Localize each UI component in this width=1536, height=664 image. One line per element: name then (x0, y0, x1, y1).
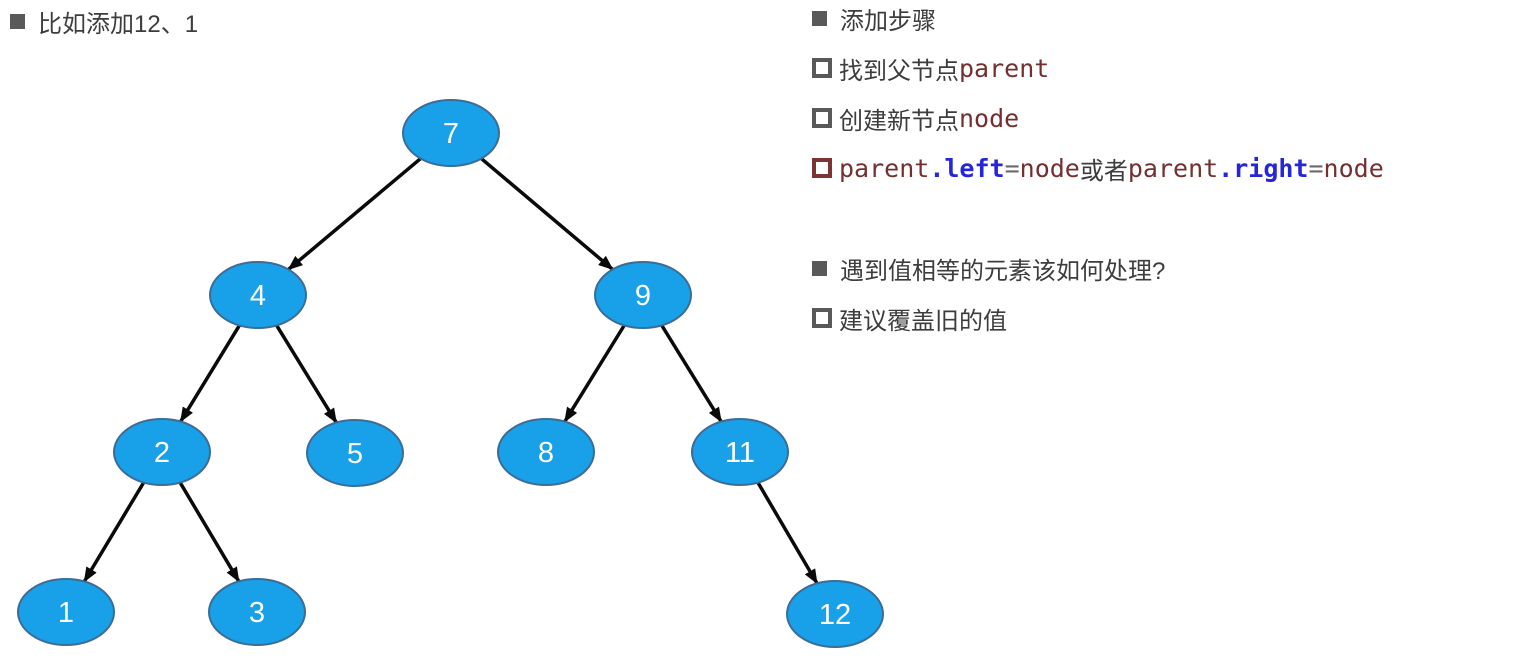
slide-title-text: 比如添加12、1 (38, 11, 199, 38)
tree-node-value: 2 (154, 437, 170, 469)
tree-node-value: 11 (725, 437, 755, 469)
tree-node-ellipse (17, 578, 115, 646)
text-segment: = (1308, 153, 1324, 183)
filled-square-bullet-icon (812, 260, 827, 276)
filled-square-bullet-icon (10, 14, 25, 29)
tree-node-ellipse (402, 99, 500, 167)
tree-node-ellipse (497, 418, 595, 486)
tree-node-value: 9 (635, 280, 651, 312)
tree-node-1: 1 (17, 578, 115, 646)
tree-edge-7-4 (287, 157, 422, 271)
tree-node-ellipse (209, 261, 307, 329)
text-segment: 或者 (1079, 157, 1128, 185)
tree-node-ellipse (691, 418, 789, 486)
tree-node-value: 1 (58, 597, 74, 629)
text-segment: parent (1127, 153, 1219, 183)
tree-node-value: 7 (443, 118, 459, 150)
tree-node-8: 8 (497, 418, 595, 486)
tree-node-value: 12 (819, 599, 851, 631)
tree-node-ellipse (306, 419, 404, 487)
tree-edge-9-11 (660, 324, 723, 423)
text-segment: node (959, 103, 1020, 133)
text-segment: .left (929, 153, 1005, 183)
tree-node-5: 5 (306, 419, 404, 487)
tree-edge-4-5 (275, 324, 338, 424)
tree-edge-2-1 (82, 481, 146, 583)
tree-node-3: 3 (208, 578, 306, 646)
tree-node-value: 4 (250, 280, 266, 312)
text-segment: 建议覆盖旧的值 (839, 307, 1007, 335)
text-segment: 创建新节点 (839, 107, 959, 135)
text-segment: = (1004, 153, 1020, 183)
tree-node-2: 2 (113, 418, 211, 486)
outline-square-bullet-icon (812, 108, 832, 128)
tree-node-value: 5 (347, 438, 363, 470)
blank-line (812, 193, 1536, 243)
text-segment: 找到父节点 (839, 57, 959, 85)
tree-node-ellipse (786, 580, 884, 648)
bullet-line: 建议覆盖旧的值 (812, 293, 1536, 343)
text-segment: parent (959, 53, 1050, 83)
tree-node-ellipse (208, 578, 306, 646)
bullet-line: 创建新节点 node (812, 93, 1536, 143)
tree-node-ellipse (113, 418, 211, 486)
tree-node-ellipse (594, 261, 692, 329)
tree-node-7: 7 (402, 99, 500, 167)
text-segment: node (1323, 153, 1384, 183)
slide-title: 比如添加12、1 (10, 4, 198, 39)
tree-edge-2-3 (178, 481, 241, 583)
text-segment: node (1019, 153, 1080, 183)
outline-square-bullet-icon (812, 308, 832, 328)
tree-node-value: 8 (538, 437, 554, 469)
bullet-line: 找到父节点 parent (812, 43, 1536, 93)
tree-edge-7-9 (480, 157, 614, 271)
bullet-line: 遇到值相等的元素该如何处理? (812, 243, 1536, 293)
tree-node-11: 11 (691, 418, 789, 486)
tree-edge-9-8 (563, 324, 626, 423)
filled-square-bullet-icon (812, 10, 827, 26)
tree-edge-4-2 (179, 324, 241, 423)
tree-node-value: 3 (249, 597, 265, 629)
tree-edge-11-12 (756, 481, 819, 585)
tree-node-9: 9 (594, 261, 692, 329)
tree-node-4: 4 (209, 261, 307, 329)
text-segment: 遇到值相等的元素该如何处理? (840, 257, 1166, 285)
text-segment: 添加步骤 (840, 7, 936, 35)
outline-square-bullet-icon (812, 58, 832, 78)
text-segment: .right (1218, 153, 1309, 183)
tree-node-12: 12 (786, 580, 884, 648)
tree-edges (82, 157, 819, 585)
bullet-line: parent.left = node 或者 parent.right = nod… (812, 143, 1536, 193)
outline-square-bullet-icon (812, 158, 832, 178)
bullet-line: 添加步骤 (812, 0, 1536, 43)
text-segment: parent (839, 153, 930, 183)
